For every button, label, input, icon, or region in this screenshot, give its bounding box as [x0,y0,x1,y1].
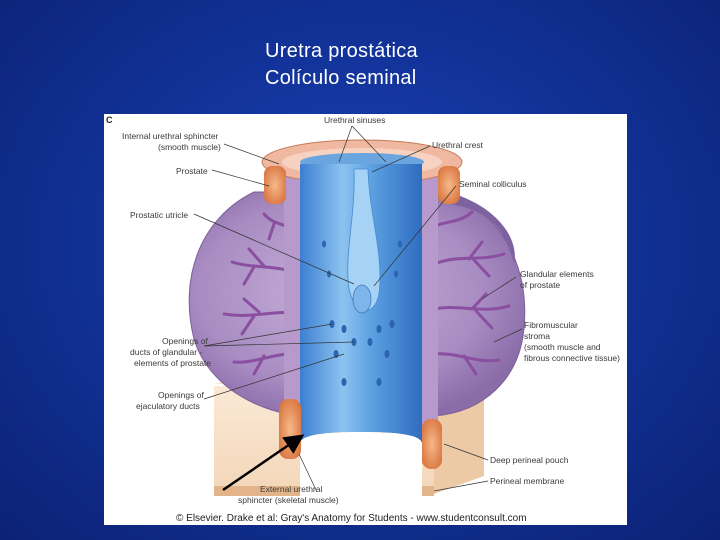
leader-lines [193,125,523,493]
label-perineal-membrane: Perineal membrane [490,476,564,486]
urethra-lumen [300,164,422,509]
label-urethral-sinuses: Urethral sinuses [324,115,385,125]
label-openings-ducts-3: elements of prostate [134,358,211,368]
urethral-wall [284,164,438,434]
slide-title: Uretra prostática Colículo seminal [265,38,418,92]
label-prostate: Prostate [176,166,208,176]
label-external-sphincter-2: sphincter (skeletal muscle) [238,495,339,505]
label-openings-ducts-2: ducts of glandular - [130,347,202,357]
label-openings-ducts-1: Openings of [162,336,208,346]
label-prostatic-utricle: Prostatic utricle [130,210,188,220]
label-fibromuscular-1: Fibromuscular [524,320,578,330]
label-openings-ejac-1: Openings of [158,390,204,400]
label-fibromuscular-2: stroma [524,331,550,341]
label-internal-sphincter-2: (smooth muscle) [158,142,221,152]
label-external-sphincter-1: External urethral [260,484,322,494]
title-line-2: Colículo seminal [265,67,417,89]
label-seminal-colliculus: Seminal colliculus [459,179,527,189]
label-glandular-1: Glandular elements [520,269,594,279]
prostate-nodules [264,166,460,204]
anatomy-figure: C Internal urethral sphincter (smooth mu… [104,114,627,525]
copyright-text: © Elsevier. Drake et al: Gray's Anatomy … [176,513,527,524]
title-line-1: Uretra prostática [265,40,418,62]
label-internal-sphincter-1: Internal urethral sphincter [122,131,219,141]
label-openings-ejac-2: ejaculatory ducts [136,401,200,411]
panel-letter: C [106,115,113,125]
label-fibromuscular-3: (smooth muscle and [524,342,601,352]
prostatic-urethra-diagram: C Internal urethral sphincter (smooth mu… [106,115,620,524]
label-fibromuscular-4: fibrous connective tissue) [524,353,620,363]
label-deep-perineal: Deep perineal pouch [490,455,569,465]
label-glandular-2: of prostate [520,280,560,290]
label-urethral-crest: Urethral crest [432,140,484,150]
